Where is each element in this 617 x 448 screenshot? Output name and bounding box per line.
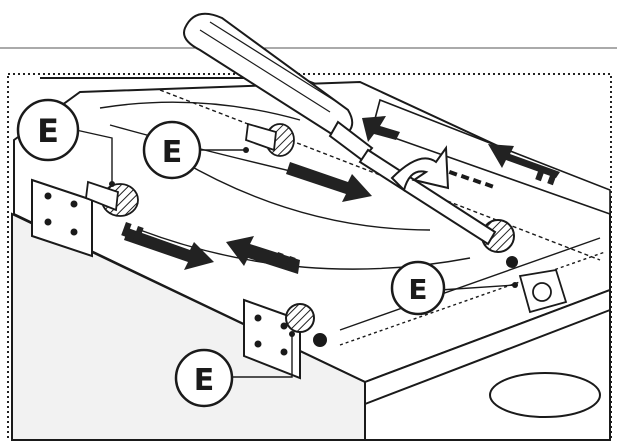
appliance-body xyxy=(11,77,611,441)
callout-dots xyxy=(109,147,518,337)
screw-icon xyxy=(245,122,295,157)
callout-label: E xyxy=(408,273,427,306)
latch-part xyxy=(518,268,568,314)
screw-icon xyxy=(85,180,139,217)
vent-oval xyxy=(489,372,601,418)
hinge-icon xyxy=(31,178,93,258)
callout-e-4: E xyxy=(174,348,234,408)
callout-label: E xyxy=(194,363,215,398)
screwdriver-icon xyxy=(183,12,497,246)
callout-e-1: E xyxy=(16,98,80,162)
shelf-slots xyxy=(448,169,494,189)
callout-e-3: E xyxy=(390,260,446,316)
arrow-tail-stripes xyxy=(121,166,558,272)
callout-e-2: E xyxy=(142,120,202,180)
screw-icon xyxy=(285,303,327,347)
callout-label: E xyxy=(162,135,183,170)
rotate-arrow-icon xyxy=(390,145,450,192)
callout-label: E xyxy=(37,112,59,150)
callout-leaders xyxy=(75,129,516,378)
